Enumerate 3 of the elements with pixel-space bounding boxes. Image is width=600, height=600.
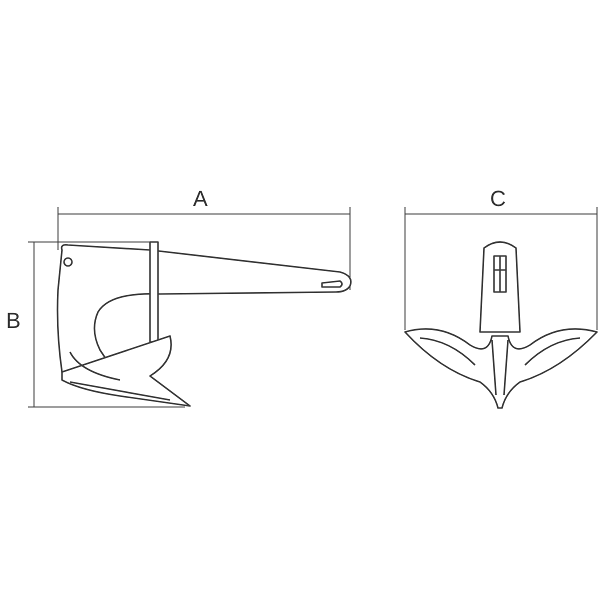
dimension-label: B <box>6 310 21 332</box>
dimension-label: C <box>490 188 506 210</box>
dimension-label: A <box>193 188 208 210</box>
